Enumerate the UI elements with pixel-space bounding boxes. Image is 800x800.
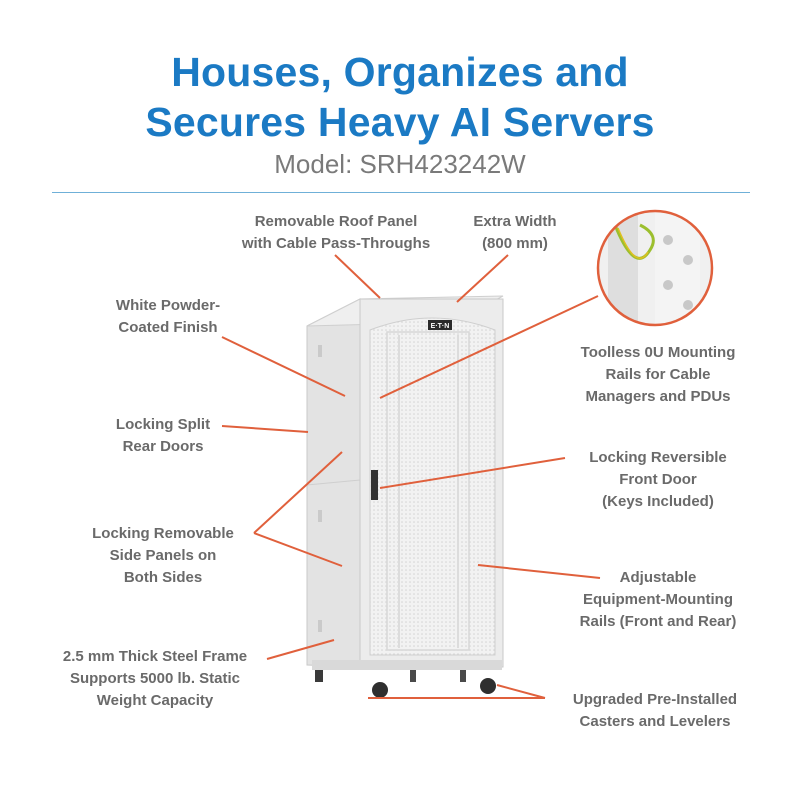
callout-extra-width-line1: Extra Width [473,213,557,230]
callout-front-door-line1: Locking Reversible [589,449,727,466]
front-frame [359,298,504,668]
callout-lines [221,254,601,699]
callout-extra-width: Extra Width (800 mm) [455,211,575,255]
callout-zero-u-rails-line2: Rails for Cable [605,366,711,383]
callout-roof-panel: Removable Roof Panel with Cable Pass-Thr… [226,211,446,255]
callout-steel-frame-line1: 2.5 mm Thick Steel Frame [62,648,248,665]
callout-finish: White Powder- Coated Finish [93,295,243,339]
callout-front-door-line3: (Keys Included) [602,493,714,510]
callout-steel-frame-line3: Weight Capacity [96,692,214,709]
callout-steel-frame: 2.5 mm Thick Steel Frame Supports 5000 l… [45,646,265,712]
callout-rear-doors-line1: Locking Split [115,416,211,433]
callout-casters: Upgraded Pre-Installed Casters and Level… [550,689,760,733]
callout-side-panels-line2: Side Panels on [109,547,217,564]
brand-badge-text: E·T·N [431,323,450,330]
callout-rear-doors-line2: Rear Doors [122,438,204,455]
callout-zero-u-rails-line3: Managers and PDUs [585,388,731,405]
callout-mounting-rails: Adjustable Equipment-Mounting Rails (Fro… [558,567,758,633]
callout-mounting-rails-line3: Rails (Front and Rear) [579,613,737,630]
callout-steel-frame-line2: Supports 5000 lb. Static [69,670,241,687]
callout-finish-line1: White Powder- [115,297,221,314]
callout-front-door: Locking Reversible Front Door (Keys Incl… [568,447,748,513]
zero-u-rail-zoom-inset [596,209,714,327]
callout-side-panels-line1: Locking Removable [92,525,234,542]
callout-side-panels-line3: Both Sides [123,569,203,586]
callout-casters-line2: Casters and Levelers [579,713,731,730]
headline-line-1: Houses, Organizes and [171,49,629,95]
casters-and-levelers [312,660,502,698]
headline-line-2: Secures Heavy AI Servers [145,99,655,145]
callout-zero-u-rails-line1: Toolless 0U Mounting [580,344,736,361]
callout-mounting-rails-line1: Adjustable [619,569,697,586]
model-number: Model: SRH423242W [274,149,526,179]
brand-logo-plate [428,320,452,330]
divider [52,192,750,193]
callout-front-door-line2: Front Door [619,471,697,488]
callout-finish-line2: Coated Finish [118,319,218,336]
callout-extra-width-line2: (800 mm) [482,235,548,252]
side-panel [306,298,361,668]
callout-mounting-rails-line2: Equipment-Mounting [583,591,733,608]
callout-casters-line1: Upgraded Pre-Installed [572,691,738,708]
callout-zero-u-rails: Toolless 0U Mounting Rails for Cable Man… [558,342,758,408]
callout-rear-doors: Locking Split Rear Doors [93,414,233,458]
callout-roof-panel-line1: Removable Roof Panel [254,213,418,230]
callout-roof-panel-line2: with Cable Pass-Throughs [241,235,431,252]
callout-side-panels: Locking Removable Side Panels on Both Si… [73,523,253,589]
